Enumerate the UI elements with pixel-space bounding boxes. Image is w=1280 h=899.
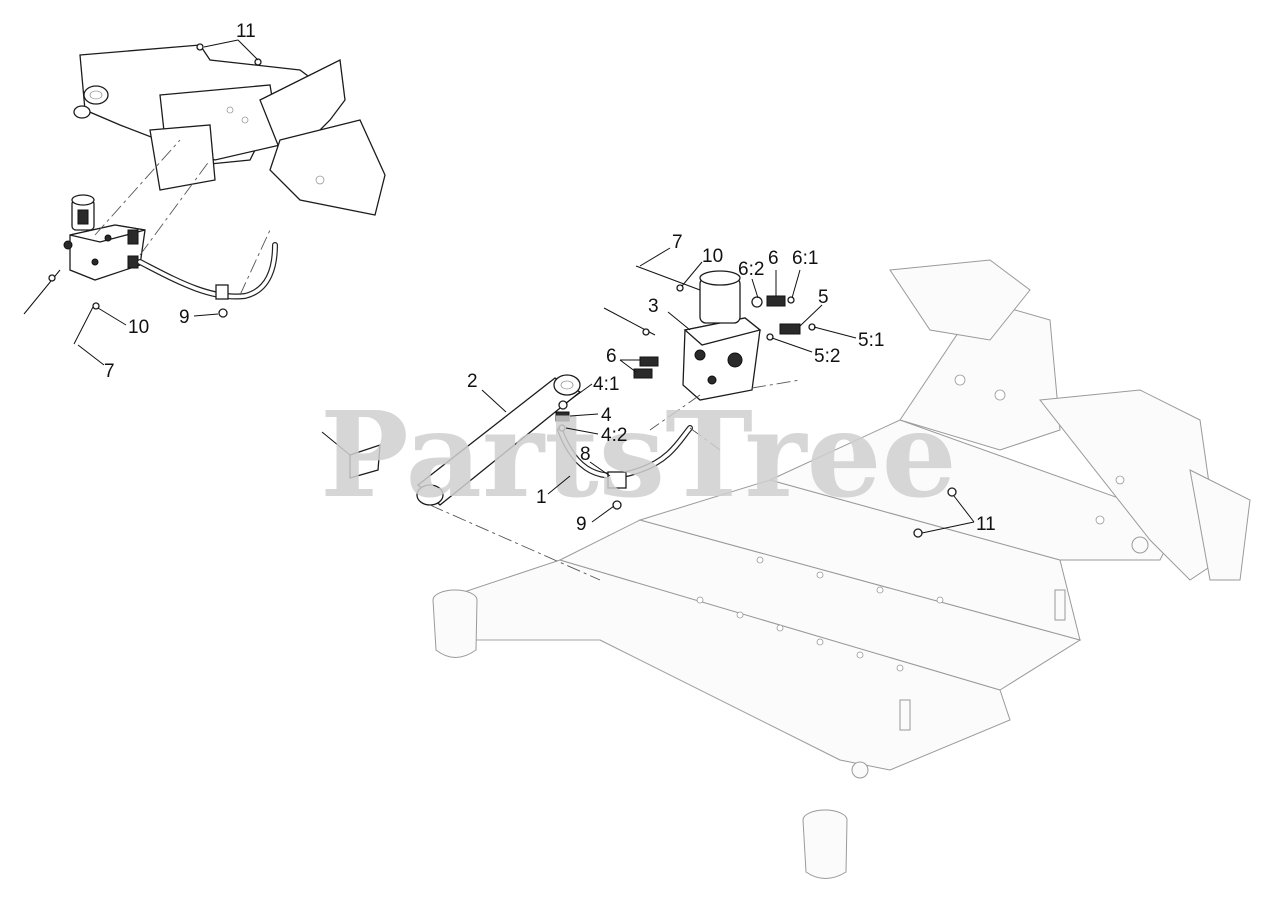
callout-inset-7: 7	[104, 361, 115, 382]
callout-7: 7	[672, 232, 683, 253]
callout-6: 6	[768, 248, 779, 269]
callout-4: 4	[601, 405, 612, 426]
callout-inset-11: 11	[236, 21, 256, 42]
callout-9: 9	[576, 514, 587, 535]
callout-4-2: 4:2	[601, 425, 627, 446]
callout-6b: 6	[606, 346, 617, 367]
callout-5-1: 5:1	[858, 330, 884, 351]
hydraulic-assembly	[321, 265, 957, 581]
callouts: 11 10 9 7 7 10 6:2 6 6:1 5 5:1 5:2 3 6 2…	[104, 21, 996, 535]
callout-3: 3	[648, 296, 659, 317]
callout-5: 5	[818, 287, 829, 308]
callout-inset-10: 10	[128, 317, 149, 338]
callout-10: 10	[702, 246, 723, 267]
watermark: PartsTree	[320, 385, 957, 524]
callout-leaders	[77, 39, 975, 534]
callout-6-2: 6:2	[738, 259, 764, 280]
callout-11: 11	[976, 514, 996, 535]
callout-inset-9: 9	[179, 307, 190, 328]
callout-2: 2	[467, 371, 478, 392]
chassis-frame	[432, 259, 1251, 879]
callout-1: 1	[536, 487, 547, 508]
callout-8: 8	[580, 444, 591, 465]
inset-assembly	[23, 43, 386, 345]
callout-4-1: 4:1	[593, 374, 619, 395]
callout-5-2: 5:2	[814, 346, 840, 367]
callout-6-1: 6:1	[792, 248, 818, 269]
